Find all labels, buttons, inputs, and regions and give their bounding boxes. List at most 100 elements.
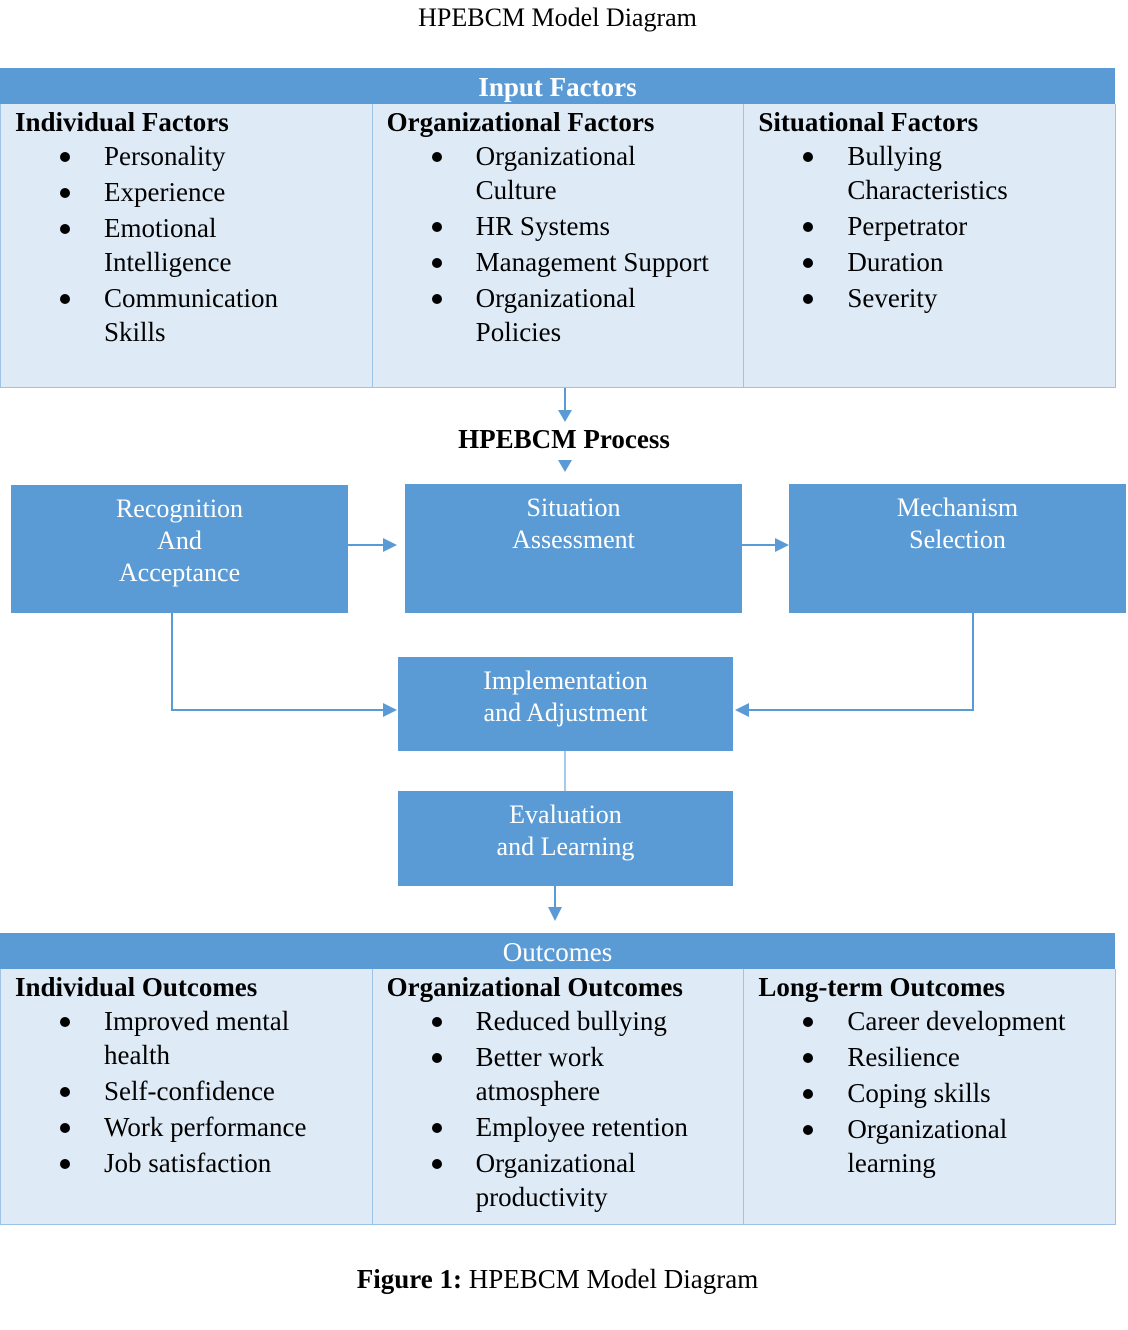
factor-list: Personality Experience Emotional Intelli… bbox=[15, 139, 372, 349]
outcome-column-organizational: Organizational Outcomes Reduced bullying… bbox=[373, 969, 745, 1224]
arrow-evaluation-to-outcomes bbox=[548, 885, 562, 921]
column-title: Situational Factors bbox=[758, 107, 979, 137]
outcomes-header: Outcomes bbox=[0, 933, 1115, 969]
arrow-assessment-to-selection bbox=[742, 538, 789, 552]
step-recognition-box: Recognition And Acceptance bbox=[11, 485, 348, 613]
bullet-icon bbox=[803, 1089, 814, 1099]
input-column-organizational: Organizational Factors Organizational Cu… bbox=[373, 104, 745, 387]
step-label-line: Implementation bbox=[483, 666, 648, 695]
process-title: HPEBCM Process bbox=[458, 424, 670, 454]
bullet-icon bbox=[431, 1053, 442, 1063]
step-label-line: Situation bbox=[526, 493, 621, 522]
step-label-line: and Learning bbox=[496, 832, 635, 861]
list-item: Experience bbox=[15, 175, 294, 209]
bullet-icon bbox=[60, 1159, 70, 1169]
column-title: Long-term Outcomes bbox=[758, 972, 1006, 1002]
figure-caption: Figure 1: HPEBCM Model Diagram bbox=[0, 1262, 1115, 1296]
list-item: Employee retention bbox=[387, 1110, 744, 1144]
arrow-head-icon bbox=[558, 410, 572, 422]
list-item: Improved mental health bbox=[15, 1004, 324, 1072]
list-item: HR Systems bbox=[387, 209, 744, 243]
list-item: Bullying Characteristics bbox=[758, 139, 1027, 207]
bullet-icon bbox=[60, 1017, 70, 1027]
arrow-head-icon bbox=[558, 460, 572, 472]
list-item: Organizational Policies bbox=[387, 281, 656, 349]
list-item: Work performance bbox=[15, 1110, 372, 1144]
list-item: Coping skills bbox=[758, 1076, 1115, 1110]
outcome-column-individual: Individual Outcomes Improved mental heal… bbox=[1, 969, 373, 1224]
bullet-icon bbox=[431, 152, 442, 162]
list-item: Organizational learning bbox=[758, 1112, 1027, 1180]
page-title: HPEBCM Model Diagram bbox=[418, 3, 697, 32]
arrow-selection-to-implementation bbox=[735, 613, 974, 717]
list-item: Management Support bbox=[387, 245, 744, 279]
bullet-icon bbox=[431, 1123, 442, 1133]
column-title: Organizational Factors bbox=[386, 107, 655, 137]
list-item: Severity bbox=[758, 281, 1115, 315]
bullet-icon bbox=[60, 1123, 70, 1133]
arrow-head-icon bbox=[383, 703, 397, 717]
arrow-head-icon bbox=[383, 538, 397, 552]
bullet-icon bbox=[431, 294, 442, 304]
outcome-column-long-term: Long-term Outcomes Career development Re… bbox=[744, 969, 1115, 1224]
arrow-head-icon bbox=[735, 703, 749, 717]
step-label-line: Recognition bbox=[115, 494, 244, 523]
list-item: Emotional Intelligence bbox=[15, 211, 254, 279]
bullet-icon bbox=[431, 1159, 442, 1169]
list-item: Resilience bbox=[758, 1040, 1115, 1074]
outcome-list: Improved mental health Self-confidence W… bbox=[15, 1004, 372, 1180]
caption-label: Figure 1: bbox=[356, 1264, 462, 1294]
outcome-list: Reduced bullying Better work atmosphere … bbox=[387, 1004, 744, 1214]
bullet-icon bbox=[60, 152, 70, 162]
list-item: Job satisfaction bbox=[15, 1146, 372, 1180]
connector-line bbox=[171, 613, 386, 711]
step-label-line: Mechanism bbox=[896, 493, 1019, 522]
input-factors-panel: Individual Factors Personality Experienc… bbox=[0, 104, 1116, 388]
list-item: Communication Skills bbox=[15, 281, 304, 349]
outcome-list: Career development Resilience Coping ski… bbox=[758, 1004, 1115, 1180]
list-item: Personality bbox=[15, 139, 294, 173]
column-title: Individual Factors bbox=[15, 107, 229, 137]
step-label-line: And bbox=[157, 526, 202, 555]
bullet-icon bbox=[803, 222, 814, 232]
list-item: Perpetrator bbox=[758, 209, 1115, 243]
factor-list: Bullying Characteristics Perpetrator Dur… bbox=[758, 139, 1115, 315]
column-title: Organizational Outcomes bbox=[386, 972, 683, 1002]
list-item: Self-confidence bbox=[15, 1074, 372, 1108]
bullet-icon bbox=[431, 222, 442, 232]
bullet-icon bbox=[803, 1053, 814, 1063]
factor-list: Organizational Culture HR Systems Manage… bbox=[387, 139, 744, 349]
step-implementation-box: Implementation and Adjustment bbox=[398, 657, 733, 751]
caption-text: HPEBCM Model Diagram bbox=[461, 1264, 759, 1294]
list-item: Career development bbox=[758, 1004, 1115, 1038]
arrow-recognition-to-implementation bbox=[171, 613, 397, 717]
arrow-head-icon bbox=[548, 907, 562, 921]
arrow-input-to-process bbox=[558, 388, 572, 422]
step-label-line: Evaluation bbox=[509, 800, 622, 829]
step-selection-box: Mechanism Selection bbox=[789, 484, 1126, 613]
input-column-situational: Situational Factors Bullying Characteris… bbox=[744, 104, 1115, 387]
input-factors-header: Input Factors bbox=[0, 68, 1115, 104]
step-label-line: Assessment bbox=[512, 525, 635, 554]
arrow-recognition-to-assessment bbox=[348, 538, 397, 552]
column-title: Individual Outcomes bbox=[15, 972, 258, 1002]
step-assessment-box: Situation Assessment bbox=[405, 484, 742, 613]
bullet-icon bbox=[803, 1125, 814, 1135]
list-item: Reduced bullying bbox=[387, 1004, 744, 1038]
step-label-line: and Adjustment bbox=[483, 698, 648, 727]
bullet-icon bbox=[60, 188, 70, 198]
outcomes-panel: Individual Outcomes Improved mental heal… bbox=[0, 969, 1116, 1225]
input-column-individual: Individual Factors Personality Experienc… bbox=[1, 104, 373, 387]
bullet-icon bbox=[431, 1017, 442, 1027]
bullet-icon bbox=[60, 294, 70, 304]
list-item: Organizational productivity bbox=[387, 1146, 656, 1214]
bullet-icon bbox=[803, 258, 814, 268]
step-label-line: Acceptance bbox=[118, 558, 241, 587]
step-evaluation-box: Evaluation and Learning bbox=[398, 791, 733, 886]
list-item: Duration bbox=[758, 245, 1115, 279]
bullet-icon bbox=[803, 294, 814, 304]
bullet-icon bbox=[60, 1087, 70, 1097]
arrow-head-icon bbox=[775, 538, 789, 552]
bullet-icon bbox=[803, 1017, 814, 1027]
